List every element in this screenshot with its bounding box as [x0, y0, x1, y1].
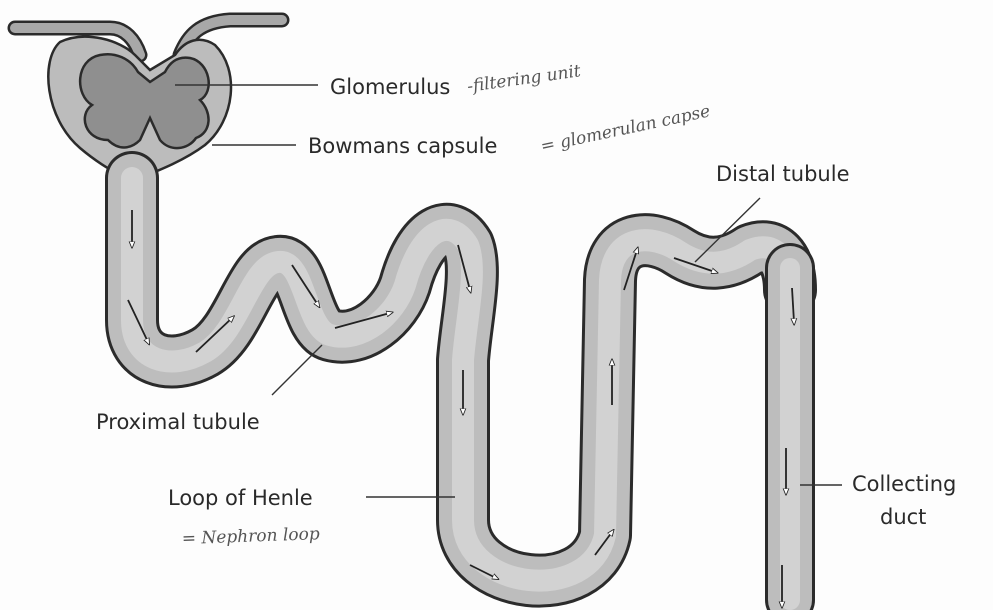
glomerulus-label: Glomerulus	[330, 75, 450, 99]
proximal-leader	[272, 345, 322, 395]
distal-tubule-label: Distal tubule	[716, 162, 850, 186]
loop-of-henle-label: Loop of Henle	[168, 486, 313, 510]
henle-note: = Nephron loop	[181, 524, 320, 549]
collecting-label-line1: Collecting	[852, 472, 956, 496]
proximal-tubule-label: Proximal tubule	[96, 410, 260, 434]
glomerulus-note: -filtering unit	[466, 61, 582, 97]
collecting-label-line2: duct	[880, 505, 926, 529]
bowmans-note: = glomerulan capse	[539, 101, 712, 156]
bowmans-capsule-label: Bowmans capsule	[308, 134, 497, 158]
